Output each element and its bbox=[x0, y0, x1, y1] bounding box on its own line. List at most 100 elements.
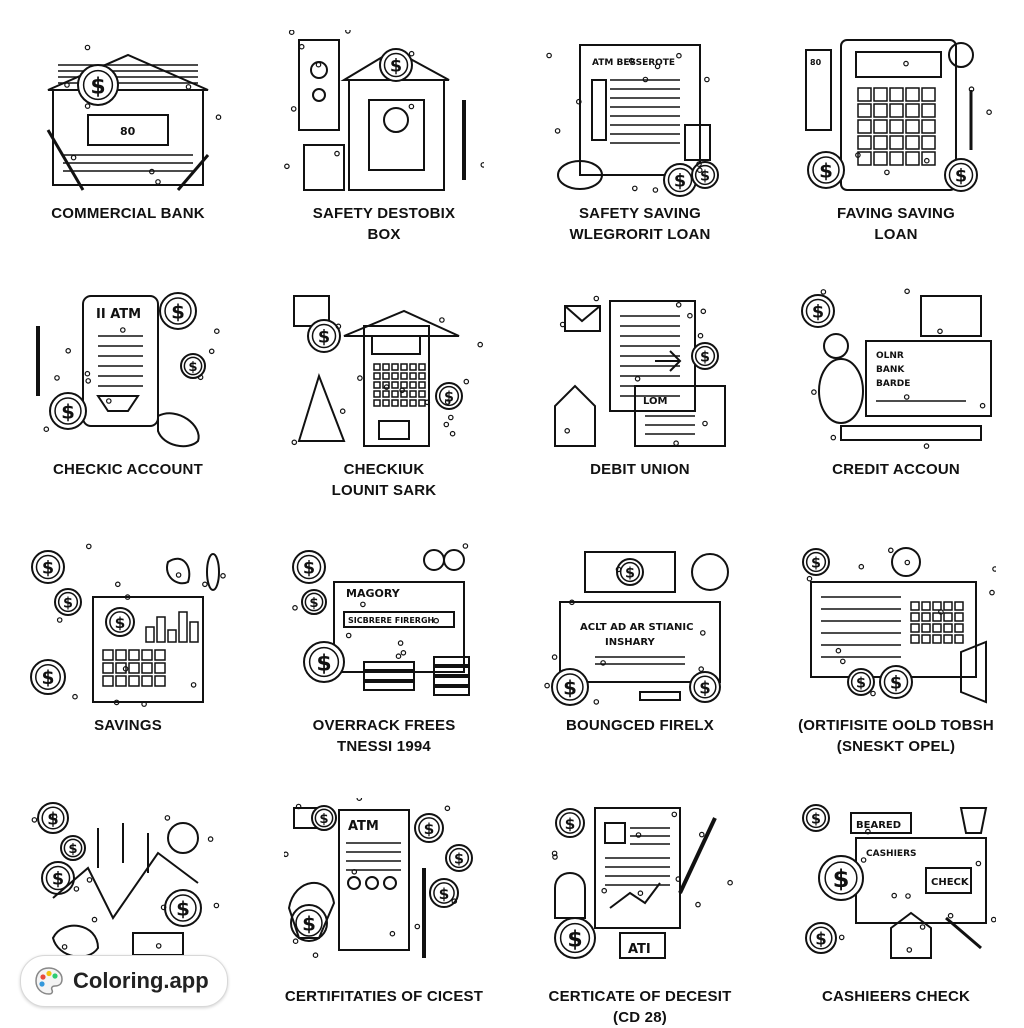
caption-line: LOAN bbox=[874, 226, 918, 243]
svg-text:$: $ bbox=[41, 668, 54, 689]
svg-text:$: $ bbox=[61, 401, 75, 424]
caption-line: (SNESKT OPEL) bbox=[836, 738, 956, 755]
svg-text:$: $ bbox=[42, 559, 54, 579]
caption-line: BOX bbox=[367, 226, 401, 243]
svg-text:$: $ bbox=[303, 559, 315, 579]
caption-line: BOUNGCED FIRELX bbox=[565, 717, 714, 734]
svg-text:$: $ bbox=[444, 389, 454, 405]
caption-line: CHECKIC ACCOUNT bbox=[53, 461, 203, 478]
svg-text:$: $ bbox=[700, 168, 710, 184]
svg-text:OLNR: OLNR bbox=[876, 351, 904, 361]
caption-line: (CD 28) bbox=[613, 1009, 667, 1026]
svg-text:$: $ bbox=[68, 842, 77, 857]
cashiers-check-icon: $BEARED CASHIERS CHECK $ $ bbox=[796, 798, 996, 966]
svg-text:CASHIERS: CASHIERS bbox=[866, 849, 917, 859]
deposit-paper-icon: $ $ATI bbox=[540, 798, 740, 966]
coloring-app-watermark[interactable]: Coloring.app bbox=[20, 955, 228, 1007]
svg-text:$: $ bbox=[63, 595, 73, 611]
svg-text:MAGORY: MAGORY bbox=[346, 587, 401, 600]
caption-line: (ORTIFISITE OOLD TOBSH bbox=[798, 717, 994, 734]
svg-text:$: $ bbox=[90, 74, 105, 99]
growth-arrow-icon: $ $ $ $ bbox=[28, 798, 228, 966]
caption-line: DEBIT UNION bbox=[590, 461, 690, 478]
svg-text:$: $ bbox=[318, 328, 330, 348]
safety-deposit-box-icon: $ bbox=[284, 30, 484, 198]
svg-text:BEARED: BEARED bbox=[856, 820, 901, 831]
svg-text:$: $ bbox=[188, 360, 197, 375]
atm-machine-icon: $ $ bbox=[284, 286, 484, 454]
svg-text:ATM: ATM bbox=[348, 819, 379, 834]
caption-line: OVERRACK FREES bbox=[312, 717, 456, 734]
atm-phone-icon: II ATM $ $ $ bbox=[28, 286, 228, 454]
svg-text:BARDE: BARDE bbox=[876, 379, 910, 389]
svg-text:BANK: BANK bbox=[876, 365, 905, 375]
svg-text:$: $ bbox=[316, 651, 331, 676]
svg-text:$: $ bbox=[319, 812, 328, 827]
svg-text:$: $ bbox=[176, 898, 190, 921]
svg-text:$: $ bbox=[115, 614, 126, 632]
svg-text:CHECK: CHECK bbox=[931, 877, 970, 888]
coloring-tile[interactable]: 80 $ $ FAVING SAVING LOAN bbox=[768, 0, 1024, 256]
svg-text:$: $ bbox=[890, 674, 902, 694]
svg-text:$: $ bbox=[390, 57, 402, 77]
svg-text:$: $ bbox=[302, 913, 316, 936]
tile-caption: FAVING SAVING LOAN bbox=[768, 203, 1024, 245]
tile-caption: COMMERCIAL BANK bbox=[0, 203, 256, 224]
caption-line: LOUNIT SARK bbox=[331, 482, 437, 499]
coloring-tile[interactable]: $ $ $ $ SAVINGS bbox=[0, 512, 256, 768]
coloring-tile[interactable]: LOM $DEBIT UNION bbox=[512, 256, 768, 512]
coloring-tile[interactable]: $BEARED CASHIERS CHECK $ $ CASHIEERS CHE… bbox=[768, 768, 1024, 1024]
svg-text:ACLT AD AR STIANIC: ACLT AD AR STIANIC bbox=[580, 622, 693, 633]
svg-text:LOM: LOM bbox=[643, 396, 668, 407]
svg-text:$: $ bbox=[565, 815, 576, 833]
savings-chart-icon: $ $ $ $ bbox=[28, 542, 228, 710]
tile-caption: CERTICATE OF DECESIT (CD 28) bbox=[512, 986, 768, 1028]
certificate-board-icon: $ $ $ bbox=[796, 542, 996, 710]
calculator-icon: 80 $ $ bbox=[796, 30, 996, 198]
caption-line: COMMERCIAL BANK bbox=[51, 205, 205, 222]
coloring-tile[interactable]: $ $ $ (ORTIFISITE OOLD TOBSH (SNESKT OPEL… bbox=[768, 512, 1024, 768]
coloring-tile[interactable]: 80 $ COMMERCIAL BANK bbox=[0, 0, 256, 256]
tile-caption: CASHIEERS CHECK bbox=[768, 986, 1024, 1007]
svg-text:$: $ bbox=[563, 677, 577, 700]
caption-line: TNESSI 1994 bbox=[337, 738, 431, 755]
coloring-tile[interactable]: $ ATM $ $ $ $ CERTIFITATIES OF CICEST bbox=[256, 768, 512, 1024]
svg-text:$: $ bbox=[812, 303, 824, 323]
caption-line: FAVING SAVING bbox=[837, 205, 955, 222]
svg-text:SICBRERE FIRERGH: SICBRERE FIRERGH bbox=[348, 616, 434, 625]
caption-line: SAVINGS bbox=[94, 717, 162, 734]
svg-text:$: $ bbox=[309, 596, 318, 611]
svg-text:ATI: ATI bbox=[628, 942, 651, 957]
svg-text:$: $ bbox=[52, 870, 64, 890]
coloring-tile[interactable]: $ $ $ $ bbox=[0, 768, 256, 1024]
caption-line: CERTICATE OF DECESIT bbox=[548, 988, 732, 1005]
svg-text:$: $ bbox=[424, 820, 435, 838]
tile-caption: BOUNGCED FIRELX bbox=[512, 715, 768, 736]
svg-text:$: $ bbox=[955, 167, 967, 187]
coloring-tile[interactable]: II ATM $ $ $ CHECKIC ACCOUNT bbox=[0, 256, 256, 512]
bank-building-icon: 80 $ bbox=[28, 30, 228, 198]
svg-text:ATM BESSEROTE: ATM BESSEROTE bbox=[592, 58, 675, 68]
svg-text:II ATM: II ATM bbox=[96, 307, 141, 322]
svg-text:$: $ bbox=[811, 555, 821, 571]
tile-caption: DEBIT UNION bbox=[512, 459, 768, 480]
svg-text:$: $ bbox=[439, 885, 450, 903]
caption-line: CREDIT ACCOUN bbox=[832, 461, 960, 478]
caption-line: CASHIEERS CHECK bbox=[821, 988, 971, 1005]
coloring-tile[interactable]: $ $ MAGORY SICBRERE FIRERGH $ OVERRACK FR… bbox=[256, 512, 512, 768]
svg-text:$: $ bbox=[674, 172, 686, 192]
computer-screen-icon: $ OLNR BANK BARDE bbox=[796, 286, 996, 454]
caption-line: WLEGRORIT LOAN bbox=[569, 226, 711, 243]
coloring-tile[interactable]: $ OLNR BANK BARDE CREDIT ACCOUN bbox=[768, 256, 1024, 512]
svg-text:80: 80 bbox=[120, 125, 136, 138]
